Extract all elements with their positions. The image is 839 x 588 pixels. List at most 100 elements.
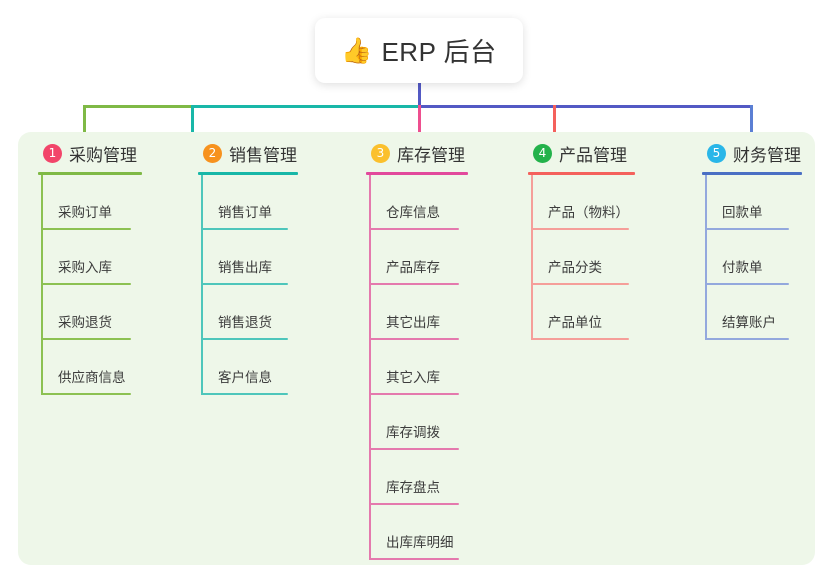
leaf-item[interactable]: 付款单 — [702, 230, 802, 285]
bus-segment-purple — [419, 105, 753, 108]
column-items: 采购订单采购入库采购退货供应商信息 — [38, 175, 142, 395]
column-items: 仓库信息产品库存其它出库其它入库库存调拨库存盘点出库库明细 — [366, 175, 468, 560]
bus-segment-green — [83, 105, 193, 108]
column-number-badge: 1 — [43, 143, 62, 163]
leaf-item[interactable]: 销售订单 — [198, 175, 298, 230]
column-spine — [41, 175, 43, 395]
leaf-item-rule — [531, 283, 629, 285]
leaf-item-rule — [41, 228, 131, 230]
leaf-item[interactable]: 供应商信息 — [38, 340, 142, 395]
root-node-card[interactable]: 👍 ERP 后台 — [315, 18, 523, 83]
leaf-item[interactable]: 采购入库 — [38, 230, 142, 285]
leaf-item-rule — [41, 338, 131, 340]
column-number-badge: 5 — [707, 143, 726, 163]
leaf-item[interactable]: 产品分类 — [528, 230, 635, 285]
column-header[interactable]: 1 采购管理 — [38, 140, 142, 166]
leaf-item[interactable]: 结算账户 — [702, 285, 802, 340]
leaf-item-rule — [41, 393, 131, 395]
leaf-item[interactable]: 销售出库 — [198, 230, 298, 285]
column-库存管理: 3 库存管理仓库信息产品库存其它出库其它入库库存调拨库存盘点出库库明细 — [366, 140, 468, 560]
leaf-item[interactable]: 其它出库 — [366, 285, 468, 340]
leaf-item-label: 销售退货 — [218, 315, 272, 330]
column-header[interactable]: 3 库存管理 — [366, 140, 468, 166]
leaf-item-label: 采购入库 — [58, 260, 112, 275]
leaf-item[interactable]: 产品（物料） — [528, 175, 635, 230]
leaf-item-label: 库存调拨 — [386, 425, 440, 440]
column-spine — [369, 175, 371, 560]
column-header-rule — [528, 172, 635, 175]
leaf-item-rule — [369, 228, 459, 230]
leaf-item-rule — [201, 338, 288, 340]
leaf-item-label: 销售出库 — [218, 260, 272, 275]
column-header-rule — [198, 172, 298, 175]
column-header[interactable]: 4 产品管理 — [528, 140, 635, 166]
leaf-item[interactable]: 采购退货 — [38, 285, 142, 340]
leaf-item-label: 客户信息 — [218, 370, 272, 385]
leaf-item-label: 采购订单 — [58, 205, 112, 220]
leaf-item-label: 结算账户 — [722, 315, 776, 330]
column-spine — [531, 175, 533, 340]
column-items: 回款单付款单结算账户 — [702, 175, 802, 340]
column-items: 销售订单销售出库销售退货客户信息 — [198, 175, 298, 395]
leaf-item-rule — [201, 283, 288, 285]
leaf-item[interactable]: 产品单位 — [528, 285, 635, 340]
leaf-item-rule — [41, 283, 131, 285]
leaf-item-label: 产品单位 — [548, 315, 602, 330]
leaf-item-label: 其它出库 — [386, 315, 440, 330]
column-header-rule — [366, 172, 468, 175]
column-产品管理: 4 产品管理产品（物料）产品分类产品单位 — [528, 140, 635, 340]
column-header[interactable]: 5 财务管理 — [702, 140, 802, 166]
drop-connector-col2 — [191, 105, 194, 138]
leaf-item-label: 回款单 — [722, 205, 763, 220]
column-title: 销售管理 — [229, 145, 297, 165]
column-title: 产品管理 — [559, 145, 627, 165]
column-number-badge: 4 — [533, 143, 552, 163]
leaf-item-rule — [705, 338, 789, 340]
leaf-item[interactable]: 客户信息 — [198, 340, 298, 395]
leaf-item[interactable]: 销售退货 — [198, 285, 298, 340]
column-销售管理: 2 销售管理销售订单销售出库销售退货客户信息 — [198, 140, 298, 395]
leaf-item-rule — [531, 338, 629, 340]
drop-connector-col1 — [83, 105, 86, 138]
column-title: 财务管理 — [733, 145, 801, 165]
column-spine — [201, 175, 203, 395]
leaf-item-label: 仓库信息 — [386, 205, 440, 220]
column-spine — [705, 175, 707, 340]
leaf-item-rule — [369, 393, 459, 395]
leaf-item-rule — [369, 558, 459, 560]
leaf-item[interactable]: 库存调拨 — [366, 395, 468, 450]
column-采购管理: 1 采购管理采购订单采购入库采购退货供应商信息 — [38, 140, 142, 395]
thumbs-up-icon: 👍 — [341, 37, 373, 65]
leaf-item-label: 出库库明细 — [386, 535, 454, 550]
leaf-item[interactable]: 其它入库 — [366, 340, 468, 395]
column-header-rule — [38, 172, 142, 175]
leaf-item-rule — [531, 228, 629, 230]
leaf-item-rule — [201, 228, 288, 230]
bus-segment-teal — [191, 105, 421, 108]
leaf-item-label: 销售订单 — [218, 205, 272, 220]
leaf-item-label: 其它入库 — [386, 370, 440, 385]
leaf-item[interactable]: 仓库信息 — [366, 175, 468, 230]
leaf-item-label: 产品库存 — [386, 260, 440, 275]
column-title: 采购管理 — [69, 145, 137, 165]
column-number-badge: 3 — [371, 143, 390, 163]
leaf-item[interactable]: 采购订单 — [38, 175, 142, 230]
drop-connector-col3 — [418, 105, 421, 138]
column-header[interactable]: 2 销售管理 — [198, 140, 298, 166]
column-财务管理: 5 财务管理回款单付款单结算账户 — [702, 140, 802, 340]
trunk-connector — [418, 83, 421, 108]
leaf-item-label: 采购退货 — [58, 315, 112, 330]
column-number-badge: 2 — [203, 143, 222, 163]
diagram-panel — [18, 132, 815, 565]
leaf-item-label: 供应商信息 — [58, 370, 126, 385]
leaf-item[interactable]: 回款单 — [702, 175, 802, 230]
leaf-item-rule — [369, 283, 459, 285]
leaf-item-rule — [705, 283, 789, 285]
drop-connector-col4 — [553, 105, 556, 138]
leaf-item[interactable]: 库存盘点 — [366, 450, 468, 505]
leaf-item[interactable]: 出库库明细 — [366, 505, 468, 560]
column-title: 库存管理 — [397, 145, 465, 165]
leaf-item-label: 库存盘点 — [386, 480, 440, 495]
leaf-item[interactable]: 产品库存 — [366, 230, 468, 285]
leaf-item-rule — [369, 448, 459, 450]
